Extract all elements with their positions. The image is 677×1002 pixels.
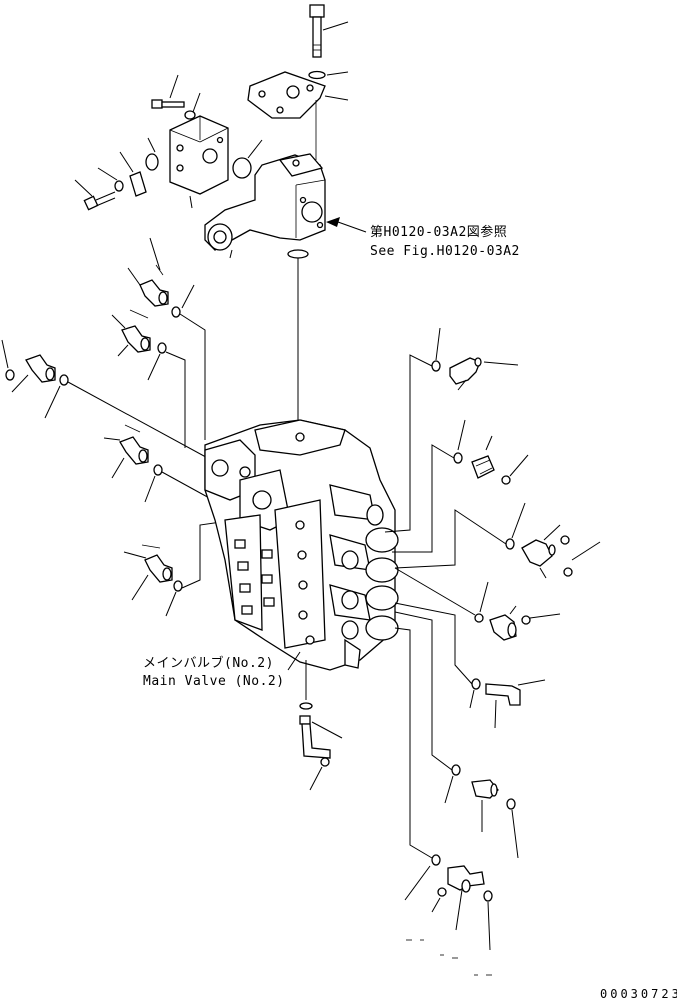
left-o-ring-2 (147, 342, 186, 448)
block-o-ring (232, 139, 263, 179)
mounting-bracket (247, 71, 349, 160)
small-o-ring-upper (145, 137, 159, 171)
bottom-center-o-ring (309, 757, 330, 791)
main-valve-body (204, 419, 399, 671)
right-fitting-1 (449, 357, 519, 391)
valve-block (169, 115, 229, 209)
right-fitting-3 (521, 524, 561, 579)
right-o-ring-4 (394, 502, 526, 569)
bottom-marks (406, 939, 492, 976)
upper-washer (184, 92, 201, 120)
right-o-ring-9 (394, 611, 461, 804)
right-o-ring-10 (506, 798, 519, 859)
spool-3 (329, 584, 399, 621)
right-straight-fitting (485, 679, 546, 729)
right-tee-fitting-1 (471, 779, 499, 832)
right-o-ring-11 (394, 627, 441, 901)
spool-2 (329, 534, 399, 583)
spool-1 (329, 484, 399, 553)
reference-jp: 第H0120-03A2図参照 (370, 224, 507, 240)
drawing-code: 00030723 (600, 987, 677, 1001)
right-fitting-2 (471, 435, 495, 479)
right-o-ring-6 (394, 567, 489, 623)
far-left-o-ring (1, 339, 216, 463)
top-bolt (309, 4, 349, 58)
upper-housing (204, 153, 326, 259)
right-o-ring-8 (394, 602, 481, 709)
reference-arrow (326, 217, 367, 233)
flange-plate (119, 151, 147, 197)
right-o-ring-2 (392, 419, 466, 553)
side-washer (97, 167, 124, 192)
right-o-ring-7 (521, 613, 561, 625)
top-washer (308, 70, 349, 80)
right-elbow-fitting (489, 605, 517, 641)
bottom-center-fitting (299, 660, 343, 759)
side-bolt (74, 179, 116, 211)
reference-en: See Fig.H0120-03A2 (370, 244, 520, 259)
left-fitting-3 (103, 424, 149, 479)
main-valve-label-jp: メインバルブ(No.2) (143, 655, 274, 671)
upper-bolt (151, 74, 185, 109)
left-fitting-4 (123, 544, 173, 601)
left-fitting-1 (127, 237, 169, 307)
right-tee-fitting-2 (447, 865, 485, 931)
right-o-ring-12 (431, 887, 447, 913)
right-o-ring-5 (560, 535, 601, 577)
right-o-ring-1 (384, 327, 441, 533)
spool-4 (341, 615, 399, 641)
left-fitting-2 (111, 309, 151, 357)
main-valve-label-en: Main Valve (No.2) (143, 674, 285, 689)
far-left-fitting (11, 354, 56, 393)
right-o-ring-13 (483, 890, 493, 951)
right-o-ring-3 (501, 454, 529, 485)
left-o-ring-1 (171, 284, 206, 440)
housing-o-ring (287, 249, 309, 425)
